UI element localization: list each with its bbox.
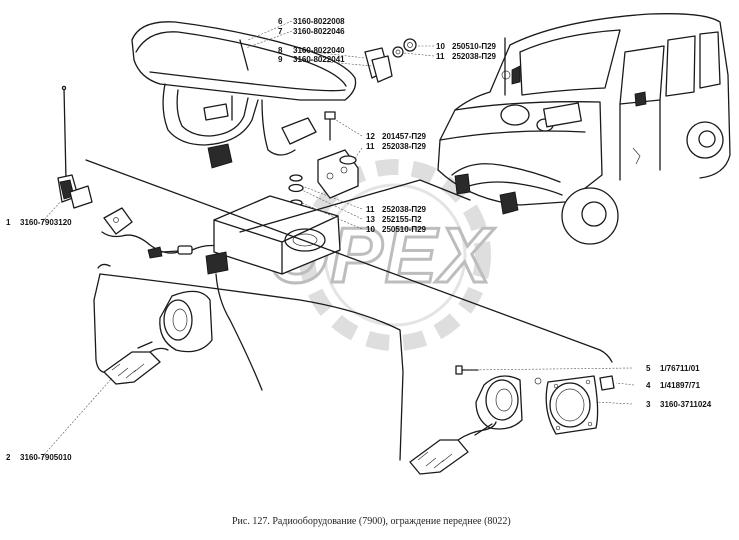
- callout-code: 3160-8022046: [293, 27, 345, 36]
- callout-code: 3160-7905010: [20, 453, 72, 462]
- callout-code: 1/76711/01: [660, 364, 700, 373]
- callout-num: 4: [646, 381, 651, 390]
- callout-code: 252038-П29: [382, 205, 427, 214]
- callout-num: 9: [278, 55, 283, 64]
- radio-unit: [205, 195, 341, 391]
- speaker-grille: [534, 375, 615, 435]
- callout-code: 3160-8022041: [293, 55, 345, 64]
- leader-lines: [41, 20, 635, 458]
- callout-num: 7: [278, 27, 283, 36]
- callout-code: 252038-П29: [382, 142, 427, 151]
- speaker-right: [409, 365, 523, 475]
- callout-code: 3160-8022040: [293, 46, 345, 55]
- antenna-cable: [101, 207, 219, 259]
- callout-num: 1: [6, 218, 11, 227]
- callout-num: 11: [366, 205, 375, 214]
- callout-num: 10: [436, 42, 445, 51]
- callout-num: 12: [366, 132, 375, 141]
- figure-caption: Рис. 127. Радиооборудование (7900), огра…: [232, 516, 511, 527]
- callout-code: 250510-П29: [382, 225, 427, 234]
- callout-code: 252155-П2: [382, 215, 422, 224]
- callout-num: 5: [646, 364, 651, 373]
- guard-bracket: [364, 38, 417, 83]
- callout-code: 252038-П29: [452, 52, 497, 61]
- callout-code: 3160-3711024: [660, 400, 712, 409]
- callout-code: 201457-П29: [382, 132, 427, 141]
- callout-num: 10: [366, 225, 375, 234]
- callout-num: 6: [278, 17, 283, 26]
- callout-num: 11: [436, 52, 445, 61]
- callout-num: 3: [646, 400, 651, 409]
- speaker-left: [103, 290, 213, 385]
- callout-code: 3160-8022008: [293, 17, 345, 26]
- callout-code: 3160-7903120: [20, 218, 72, 227]
- callout-num: 2: [6, 453, 11, 462]
- antenna: [57, 85, 93, 209]
- front-guard: [131, 21, 357, 169]
- callout-num: 8: [278, 46, 283, 55]
- wiring-harness: [85, 159, 613, 461]
- callout-labels: 6 3160-8022008 7 3160-8022046 8 3160-802…: [6, 17, 712, 462]
- vehicle: [437, 13, 731, 245]
- callout-num: 11: [366, 142, 375, 151]
- fastener-stack: [288, 111, 359, 207]
- callout-code: 250510-П29: [452, 42, 497, 51]
- callout-num: 13: [366, 215, 375, 224]
- callout-code: 1/41897/71: [660, 381, 701, 390]
